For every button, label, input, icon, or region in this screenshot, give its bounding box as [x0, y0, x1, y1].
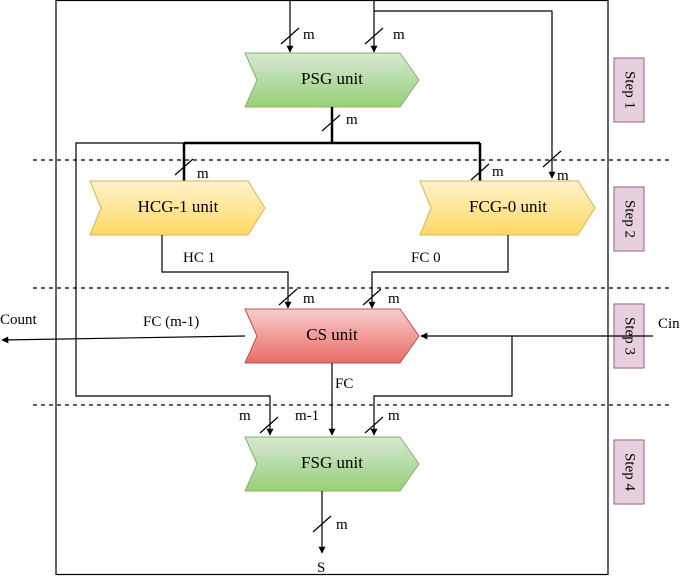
- svg-text:HCG-1 unit: HCG-1 unit: [138, 197, 219, 216]
- fcg-unit: FCG-0 unit: [419, 180, 596, 236]
- step-1-label: Step 1: [613, 57, 645, 123]
- svg-text:Count: Count: [0, 312, 38, 328]
- cin-input: Cin: [420, 316, 680, 340]
- psg-input-a: m: [280, 0, 315, 53]
- psg-input-b: m: [364, 0, 405, 53]
- cs-unit: CS unit: [244, 308, 420, 364]
- step-2-label: Step 2: [613, 186, 645, 252]
- svg-text:m-1: m-1: [295, 408, 319, 424]
- svg-text:m: m: [303, 291, 315, 307]
- fc0-signal: FC 0 m: [362, 235, 509, 309]
- svg-text:m: m: [557, 168, 569, 184]
- svg-text:Step 2: Step 2: [622, 200, 638, 238]
- outer-frame: [55, 0, 609, 576]
- svg-text:FC: FC: [335, 376, 353, 392]
- s-output: m S: [312, 491, 348, 576]
- fc-signal: FC m-1: [295, 363, 353, 436]
- fsg-unit: FSG unit: [244, 436, 420, 492]
- svg-text:FSG unit: FSG unit: [301, 453, 363, 472]
- cin-branch-to-fsg: m: [364, 336, 513, 436]
- svg-text:FCG-0 unit: FCG-0 unit: [469, 197, 547, 216]
- step-4-label: Step 4: [613, 439, 645, 505]
- svg-text:m: m: [492, 164, 504, 180]
- svg-text:m: m: [388, 291, 400, 307]
- svg-text:m: m: [346, 112, 358, 128]
- svg-text:FC 0: FC 0: [411, 250, 441, 266]
- hcg-unit: HCG-1 unit: [89, 180, 266, 236]
- svg-text:FC (m-1): FC (m-1): [143, 314, 199, 330]
- psg-unit: PSG unit: [244, 52, 420, 108]
- svg-text:m: m: [197, 166, 209, 182]
- svg-text:PSG unit: PSG unit: [301, 69, 363, 88]
- count-output: Count FC (m-1): [0, 312, 246, 344]
- svg-text:Step 4: Step 4: [622, 453, 638, 491]
- svg-text:Step 1: Step 1: [622, 71, 638, 109]
- svg-text:CS unit: CS unit: [306, 325, 358, 344]
- psg-output-bus: m: [184, 107, 480, 145]
- svg-text:m: m: [388, 408, 400, 424]
- hc1-signal: HC 1 m: [161, 235, 315, 309]
- svg-text:Cin: Cin: [658, 316, 680, 332]
- svg-text:m: m: [336, 517, 348, 533]
- fcg-input-from-psg: m: [470, 143, 504, 181]
- svg-text:m: m: [393, 27, 405, 43]
- fcg-input-from-top: m: [374, 10, 569, 184]
- psg-bypass-to-fsg: m: [75, 142, 332, 436]
- svg-text:HC 1: HC 1: [183, 250, 215, 266]
- svg-text:m: m: [239, 408, 251, 424]
- svg-text:m: m: [303, 27, 315, 43]
- hcg-input: m: [174, 143, 209, 182]
- svg-text:S: S: [317, 560, 325, 576]
